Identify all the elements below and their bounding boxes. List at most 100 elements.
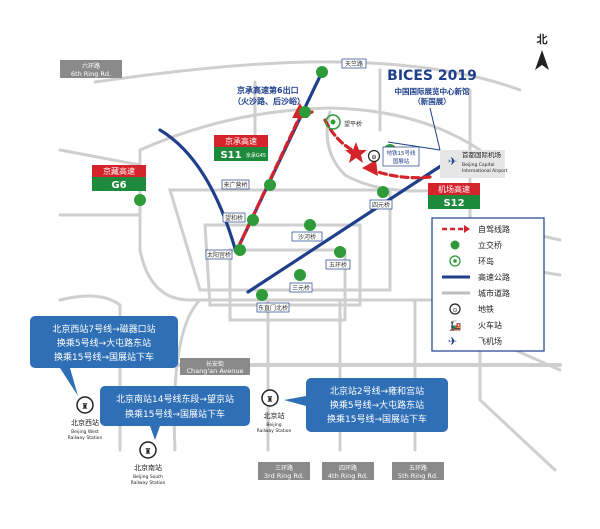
route-box-beijing: 北京站2号线→雍和宫站 换乘5号线→大屯路东站 换乘15号线→国展站下车 [284,378,448,432]
svg-text:BICES 2019: BICES 2019 [387,68,477,84]
north-arrow-icon [535,50,549,70]
train-station-icon [261,389,279,407]
svg-text:5th Ring Rd.: 5th Ring Rd. [398,472,438,480]
interchange-siyuan [377,186,389,198]
svg-text:高速公路: 高速公路 [478,272,510,282]
north-arrow: 北 [535,32,549,70]
fifth-ring-road [138,148,472,302]
svg-text:火车站: 火车站 [478,320,502,330]
subway-icon [367,149,381,163]
plane-icon: ✈ [448,155,457,168]
subway-icon [449,303,461,315]
train-station-icon [139,441,157,459]
train-station-icon [76,396,94,414]
svg-text:望和桥: 望和桥 [225,214,243,222]
legend-item-expressway: 高速公路 [442,272,510,282]
svg-text:Railway Station: Railway Station [257,428,292,434]
svg-text:S11: S11 [220,150,241,161]
svg-text:中国国际展览中心新馆: 中国国际展览中心新馆 [395,86,470,96]
route-box-south: 北京南站14号线东段→望京站 换乘15号线→国展站下车 [100,386,250,440]
shield-airport: 机场高速 S12 [428,183,480,209]
svg-text:S12: S12 [443,198,464,209]
svg-text:京承高速: 京承高速 [225,136,257,146]
changan-sign: 长安街 Chang'an Avenue [180,358,250,375]
svg-text:北京站2号线→雍和宫站: 北京站2号线→雍和宫站 [330,385,424,397]
svg-text:五环路: 五环路 [409,464,427,472]
svg-text:北京西站: 北京西站 [71,418,99,427]
svg-text:⊙: ⊙ [371,154,376,161]
airport-expressway [246,158,452,294]
bices-title: BICES 2019 中国国际展览中心新馆 （新国展） [387,68,477,151]
legend-item-train: 🚂 火车站 [449,319,502,332]
svg-text:International Airport: International Airport [462,168,508,174]
svg-text:北京站: 北京站 [264,411,285,420]
label-wuhuan: 五环桥 [325,259,351,270]
label-wanghe: 望和桥 [222,212,246,223]
svg-text:换乘15号线→国展站下车: 换乘15号线→国展站下车 [125,408,225,420]
svg-text:京藏高速: 京藏高速 [103,166,135,176]
interchange-taiyanggong [234,244,246,256]
svg-text:北: 北 [537,32,548,46]
label-siyuan: 四元桥 [369,199,393,210]
interchange-wuhuan [334,246,346,258]
second-ring-road [228,248,347,322]
svg-text:Railway Station: Railway Station [131,480,166,486]
svg-text:Beijing West: Beijing West [71,429,99,435]
ring-sign-5th: 五环路 5th Ring Rd. [392,462,444,480]
svg-text:换乘5号线→大屯路东站: 换乘5号线→大屯路东站 [57,337,151,349]
svg-text:北京南站14号线东段→望京站: 北京南站14号线东段→望京站 [116,393,234,405]
svg-text:（新国展）: （新国展） [413,96,451,106]
ring-road-upper [138,106,482,152]
svg-text:换乘15号线→国展站下车: 换乘15号线→国展站下车 [54,351,154,363]
expressways [158,70,452,294]
label-wangquan: 望平桥 [344,120,362,128]
airport-marker: ✈ 首都国际机场 Beijing Capital International A… [440,150,508,178]
train-icon: 🚂 [449,319,461,332]
interchange-dongzhimen [256,289,268,301]
station-beijing: ♜ 北京站 Beijing Railway Station [257,389,292,434]
svg-text:长安街: 长安街 [206,360,224,368]
svg-text:♜: ♜ [266,395,273,404]
svg-text:三环路: 三环路 [275,464,293,472]
expo-area-road [325,110,442,193]
svg-text:♜: ♜ [81,402,88,411]
svg-text:自驾线路: 自驾线路 [478,224,510,234]
svg-text:环岛: 环岛 [478,256,494,266]
subway-station-expo: ⊙ 地铁15号线 国展站 [367,146,420,167]
road-west-3 [58,294,122,452]
svg-text:五环桥: 五环桥 [329,261,347,269]
svg-text:三元桥: 三元桥 [292,284,310,292]
interchange-wanghe [247,214,259,226]
svg-text:换乘5号线→大屯路东站: 换乘5号线→大屯路东站 [330,399,424,411]
svg-text:天竺路: 天竺路 [345,60,363,68]
legend-item-roundabout: 环岛 [449,255,494,267]
svg-text:国展站: 国展站 [393,157,410,165]
legend: 自驾线路 立交桥 环岛 高速公路 城市道路 ⊙ 地铁 🚂 火车站 [431,217,545,352]
route-arrow-left [362,160,378,176]
legend-item-interchange: 立交桥 [450,240,502,250]
label-taiyanggong: 太阳宫桥 [205,249,233,260]
interchange-exit6 [299,106,311,118]
place-labels: 天竺路 望平桥 来广营桥 望和桥 太阳宫桥 沙河桥 四元桥 五环桥 三 [205,58,393,313]
svg-text:四元桥: 四元桥 [372,201,390,209]
plane-icon: ✈ [448,335,457,348]
svg-text:城市道路: 城市道路 [478,288,510,298]
svg-text:六环路: 六环路 [82,62,100,70]
sixth-ring-road [93,60,522,92]
interchange-shahuo [304,219,316,231]
svg-text:京承高速第6出口: 京承高速第6出口 [237,85,299,95]
legend-item-subway: ⊙ 地铁 [449,303,494,315]
label-sanyuan: 三元桥 [289,282,313,293]
svg-text:飞机场: 飞机场 [478,336,502,346]
ring-sign-6th: 六环路 6th Ring Rd. [60,60,122,78]
svg-text:G6: G6 [111,180,126,191]
legend-item-city-road: 城市道路 [442,288,510,298]
legend-item-plane: ✈ 飞机场 [448,335,502,348]
label-tianzhu: 天竺路 [341,58,367,69]
svg-text:北京西站7号线→磁器口站: 北京西站7号线→磁器口站 [52,323,155,335]
svg-text:北京南站: 北京南站 [134,463,162,472]
legend-item-route: 自驾线路 [442,224,510,234]
station-beijing-south: ♜ 北京南站 Beijing South Railway Station [131,441,166,486]
roundabout-icon [325,114,341,130]
